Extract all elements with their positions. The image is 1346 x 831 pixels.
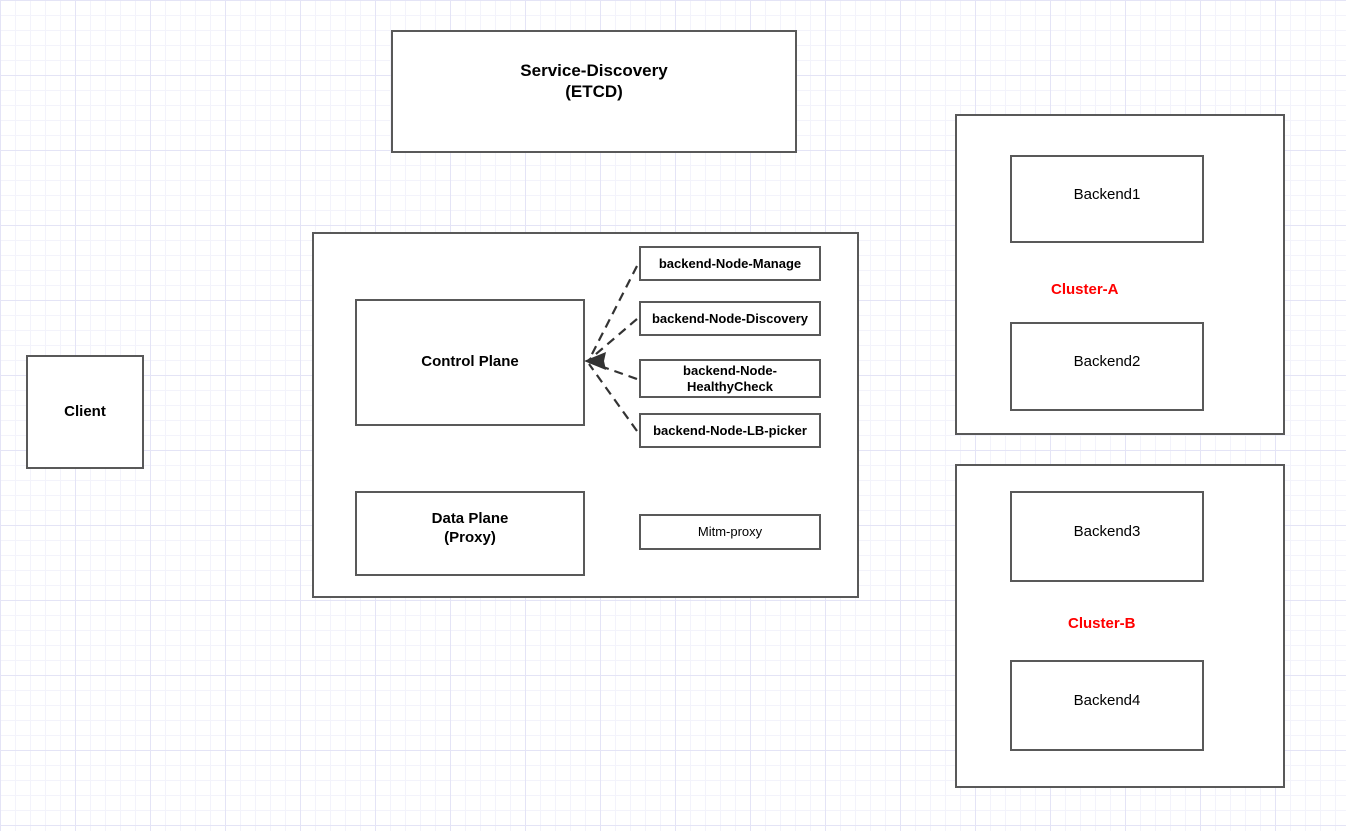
- mitm-proxy-label: Mitm-proxy: [697, 524, 763, 540]
- backend-node-lb-picker-node[interactable]: backend-Node-LB-picker: [639, 413, 821, 448]
- backend-node-manage-label: backend-Node-Manage: [658, 255, 802, 271]
- client-node[interactable]: Client: [26, 355, 144, 469]
- control-plane-label: Control Plane: [421, 353, 519, 371]
- service-discovery-label: Service-Discovery (ETCD): [520, 60, 668, 101]
- backend1-node[interactable]: Backend1: [1010, 155, 1204, 243]
- backend1-label: Backend1: [1073, 185, 1141, 203]
- backend3-label: Backend3: [1073, 523, 1141, 541]
- backend-node-manage-node[interactable]: backend-Node-Manage: [639, 246, 821, 281]
- backend-node-lb-picker-label: backend-Node-LB-picker: [653, 422, 807, 438]
- backend-node-healthycheck-label: backend-Node- HealthyCheck: [683, 362, 777, 394]
- cluster-b-label: Cluster-B: [1068, 615, 1136, 632]
- control-plane-node[interactable]: Control Plane: [355, 299, 585, 426]
- mitm-proxy-node[interactable]: Mitm-proxy: [639, 514, 821, 550]
- cluster-a-label: Cluster-A: [1051, 281, 1119, 298]
- backend3-node[interactable]: Backend3: [1010, 491, 1204, 582]
- backend2-label: Backend2: [1073, 353, 1141, 371]
- backend-node-healthycheck-node[interactable]: backend-Node- HealthyCheck: [639, 359, 821, 398]
- client-label: Client: [64, 402, 106, 420]
- data-plane-label: Data Plane (Proxy): [431, 510, 509, 546]
- data-plane-node[interactable]: Data Plane (Proxy): [355, 491, 585, 576]
- backend4-node[interactable]: Backend4: [1010, 660, 1204, 751]
- backend-node-discovery-label: backend-Node-Discovery: [651, 310, 809, 326]
- service-discovery-node[interactable]: Service-Discovery (ETCD): [391, 30, 797, 153]
- backend4-label: Backend4: [1073, 692, 1141, 710]
- backend-node-discovery-node[interactable]: backend-Node-Discovery: [639, 301, 821, 336]
- backend2-node[interactable]: Backend2: [1010, 322, 1204, 411]
